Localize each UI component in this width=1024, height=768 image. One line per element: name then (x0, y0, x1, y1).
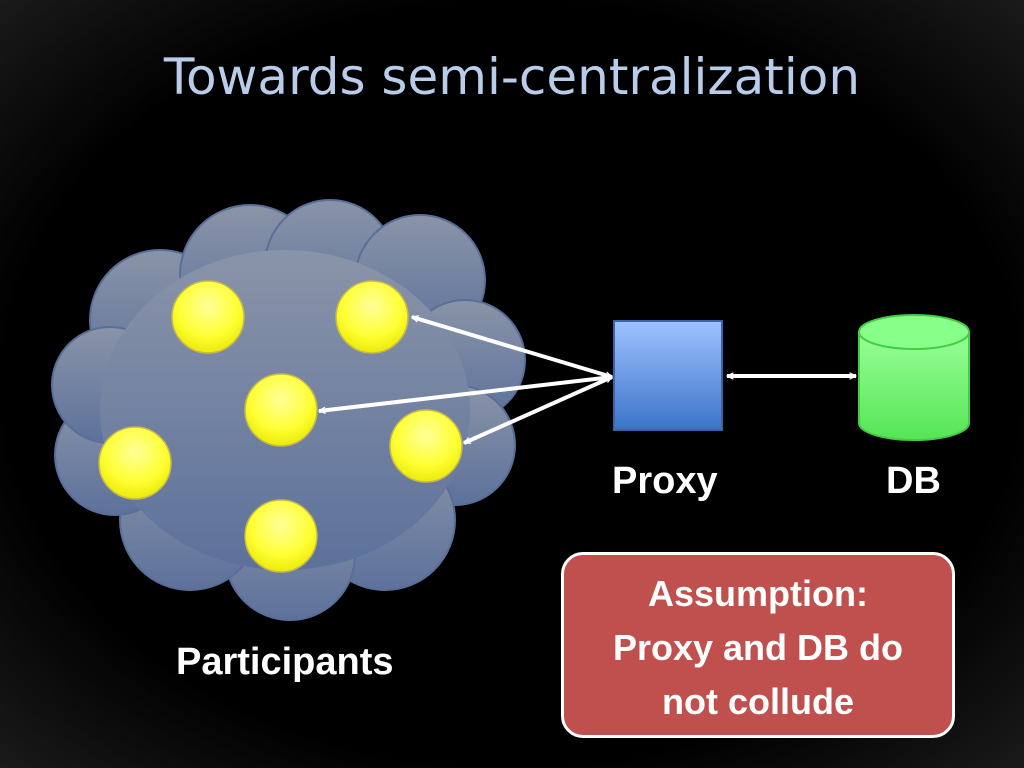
participant-node (171, 280, 245, 354)
participant-node (335, 280, 409, 354)
arrow-participant-proxy (412, 315, 612, 379)
participant-node (244, 499, 318, 573)
slide-title: Towards semi-centralization (163, 48, 861, 106)
proxy-box (613, 320, 723, 431)
assumption-line-2: Proxy and DB do (612, 627, 904, 668)
assumption-box: Assumption: Proxy and DB do not collude (561, 552, 955, 738)
assumption-line-1: Assumption: (648, 573, 868, 614)
arrow-participant-proxy (464, 375, 612, 445)
participant-node (244, 373, 318, 447)
db-label: DB (886, 460, 941, 502)
participant-node (98, 426, 172, 500)
participants-label: Participants (176, 641, 394, 683)
proxy-label: Proxy (612, 460, 718, 502)
participant-node (389, 409, 463, 483)
assumption-line-3: not collude (662, 681, 854, 722)
db-cylinder (858, 314, 970, 441)
